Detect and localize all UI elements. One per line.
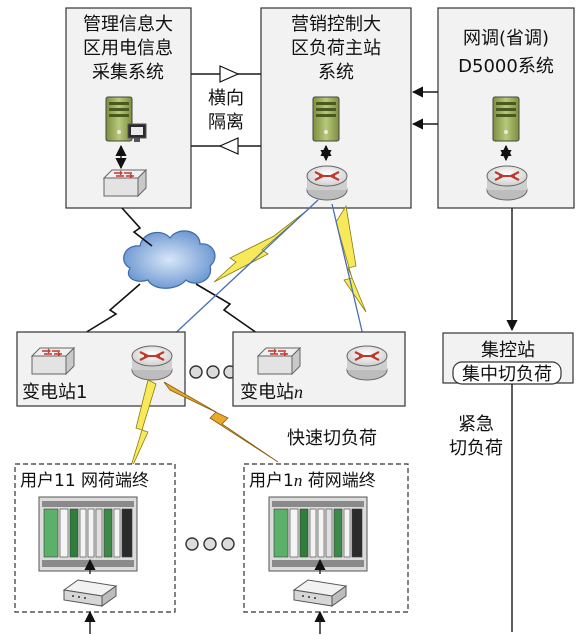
terminal-rack-icon: [38, 496, 138, 572]
user-1n-terminal-box: 用户1n 荷网端终: [243, 463, 409, 634]
centralized-shed-label: 集中切负荷: [462, 364, 552, 385]
centralized-shed-button[interactable]: [452, 361, 562, 385]
network-link: [79, 283, 265, 339]
mgmt-system-box: 管理信息大 区用电信息 采集系统: [65, 7, 192, 209]
emergency-label-line1: 紧急: [458, 414, 494, 435]
lightning-icon: [163, 381, 279, 463]
router-icon: [305, 164, 349, 202]
lightning-icon: [121, 207, 153, 247]
fiber-link: [167, 199, 319, 341]
marketing-title-line1: 营销控制大: [291, 14, 381, 35]
dispatch-title-line1: 网调(省调): [463, 28, 549, 49]
isolation-label-line2: 隔离: [208, 112, 244, 133]
substation-n-box: 变电站n: [232, 331, 406, 407]
user-11-terminal-box: 用户11 网荷端终: [14, 463, 176, 634]
substation-1-box: 变电站1: [16, 331, 186, 407]
lightning-icon: [127, 379, 157, 477]
router-icon: [130, 344, 174, 382]
fast-shed-label: 快速切负荷: [287, 428, 377, 449]
lightning-icon: [213, 207, 311, 283]
ellipsis-dots: [189, 365, 237, 379]
marketing-master-box: 营销控制大 区负荷主站 系统: [260, 7, 412, 209]
lightning-icon: [335, 204, 367, 313]
fiber-link: [331, 203, 367, 349]
horizontal-isolation: 横向 隔离: [191, 65, 261, 155]
router-icon: [345, 344, 389, 382]
terminal-rack-icon: [268, 496, 368, 572]
router-icon: [485, 164, 529, 202]
isolation-label-line1: 横向: [208, 88, 244, 109]
emergency-label-line2: 切负荷: [449, 438, 503, 459]
dispatch-d5000-box: 网调(省调) D5000系统: [437, 7, 575, 209]
marketing-title-line3: 系统: [318, 62, 354, 83]
server-icon: [492, 96, 520, 142]
user-11-label: 用户11 网荷端终: [20, 471, 149, 491]
cloud-icon: [123, 230, 216, 289]
server-icon: [312, 96, 340, 142]
marketing-title-line2: 区负荷主站: [291, 38, 381, 59]
user-1n-label: 用户1n 荷网端终: [249, 471, 376, 491]
substation-n-label: 变电站n: [240, 382, 303, 403]
control-station-box: 集控站 集中切负荷: [442, 332, 574, 385]
switch-icon: [103, 169, 147, 197]
monitor-icon: [127, 123, 147, 142]
switch-icon: [31, 347, 75, 375]
switch-icon: [257, 347, 301, 375]
mgmt-title-line2: 区用电信息: [83, 38, 173, 59]
dispatch-title-line2: D5000系统: [458, 56, 554, 77]
ellipsis-dots: [185, 537, 235, 551]
mgmt-title-line3: 采集系统: [92, 62, 164, 83]
substation-1-label: 变电站1: [22, 382, 87, 403]
control-station-title: 集控站: [481, 340, 535, 361]
mgmt-title-line1: 管理信息大: [83, 14, 173, 35]
